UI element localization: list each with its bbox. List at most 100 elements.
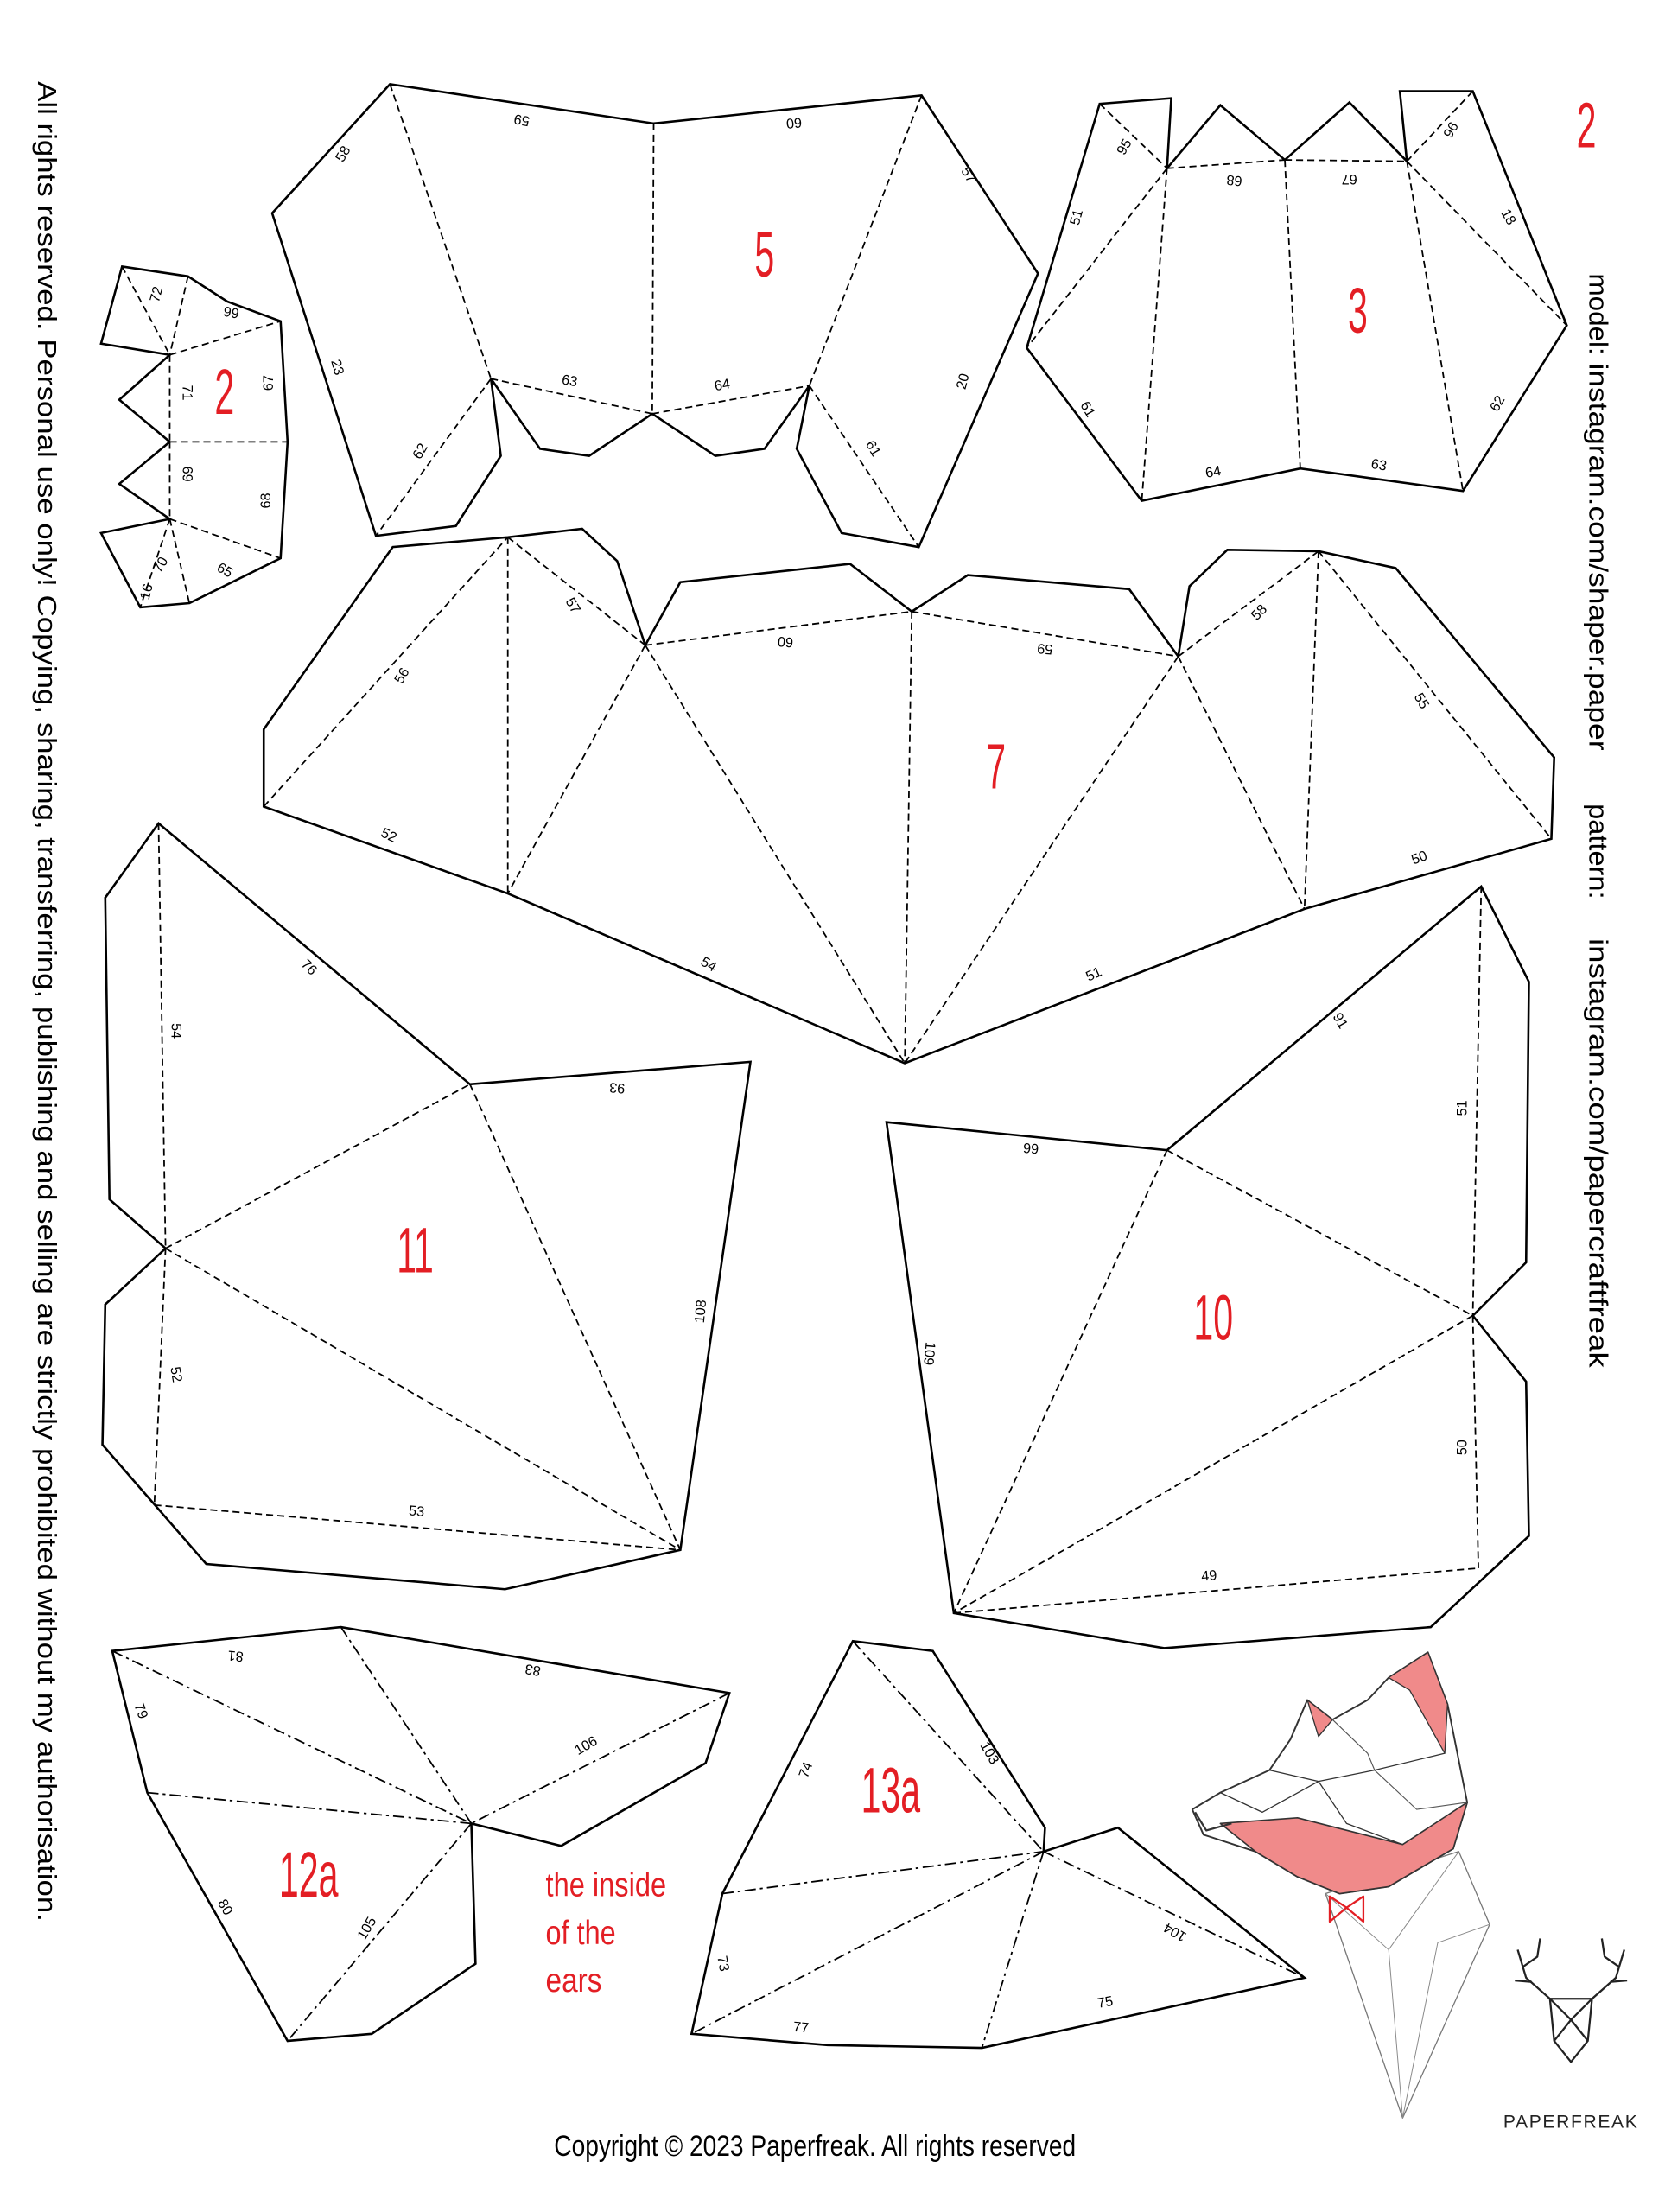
fold-line	[1471, 886, 1483, 1316]
fold-line	[263, 537, 509, 808]
deer-head-icon	[1515, 1938, 1628, 2063]
edge-label: 67	[1342, 171, 1357, 187]
edge-label: 52	[378, 825, 399, 846]
fold-line	[1178, 550, 1319, 658]
fold-line	[690, 1851, 1045, 2035]
fold-line	[1166, 159, 1286, 169]
fox-head-illustration	[1191, 1651, 1490, 2119]
edge-label: 81	[227, 1647, 245, 1664]
fold-line	[169, 320, 281, 356]
copyright: Copyright © 2023 Paperfreak. All rights …	[554, 2130, 1076, 2163]
fold-line	[904, 656, 1179, 1064]
edge-label: 59	[512, 111, 531, 129]
fold-line	[808, 95, 923, 386]
fold-line	[506, 645, 646, 894]
note-line-2: of the	[546, 1915, 616, 1952]
edge-label: 75	[1096, 1993, 1115, 2012]
edge-label: 60	[785, 114, 803, 131]
piece-number: 7	[986, 729, 1006, 802]
edge-label: 74	[796, 1760, 816, 1780]
pattern-label: pattern:	[1583, 804, 1613, 899]
edge-label: 16	[137, 582, 156, 601]
fold-line	[165, 1084, 471, 1249]
brand-name: PAPERFREAK	[1503, 2113, 1639, 2133]
fold-line	[1471, 1315, 1479, 1568]
fold-line	[645, 645, 906, 1064]
piece-number: 5	[754, 218, 774, 290]
edge-label: 67	[261, 375, 276, 391]
edge-label: 71	[180, 385, 195, 401]
cut-outline	[99, 264, 289, 609]
fold-line	[139, 518, 171, 608]
cut-outline	[101, 822, 753, 1591]
fold-line	[147, 1791, 472, 1825]
fold-line	[1177, 656, 1306, 910]
cut-outline	[111, 1625, 731, 2043]
edge-label: 108	[692, 1299, 709, 1324]
fold-line	[1166, 1149, 1473, 1317]
fold-line	[507, 537, 646, 646]
edge-label: 49	[1201, 1567, 1218, 1585]
edge-label: 72	[147, 285, 166, 304]
piece-number: 10	[1193, 1281, 1233, 1353]
fold-line	[1406, 90, 1474, 162]
edge-label: 54	[168, 1023, 184, 1039]
edge-label: 66	[222, 303, 240, 321]
fold-line	[1284, 160, 1301, 469]
fold-line	[808, 385, 920, 548]
edge-label: 68	[1226, 172, 1243, 189]
edge-label: 64	[713, 376, 731, 394]
fold-line	[1285, 159, 1408, 162]
note-line-1: the inside	[546, 1867, 667, 1904]
edge-label: 68	[258, 493, 274, 509]
fold-line	[1303, 550, 1319, 909]
fold-line	[1026, 168, 1168, 349]
edge-label: 50	[1409, 848, 1429, 868]
fold-line	[121, 266, 171, 356]
fold-line	[469, 1084, 682, 1551]
fold-line	[912, 610, 1179, 658]
edge-label: 20	[954, 372, 973, 391]
piece-number: 13a	[861, 1753, 921, 1826]
edge-label: 93	[608, 1079, 626, 1096]
model-link[interactable]: instagram.com/shaper.paper	[1583, 363, 1613, 750]
edge-label: 79	[131, 1701, 151, 1721]
edge-label: 51	[1067, 207, 1086, 226]
cut-outline	[1025, 90, 1568, 502]
fold-line	[1406, 161, 1567, 327]
piece-number: 12a	[279, 1838, 339, 1910]
edge-label: 53	[408, 1503, 425, 1520]
edge-label: 77	[792, 2019, 810, 2037]
edge-label: 73	[714, 1955, 732, 1973]
piece-number: 3	[1348, 274, 1368, 346]
fold-line	[375, 378, 492, 537]
edge-label: 23	[327, 358, 346, 377]
fold-line	[953, 1567, 1479, 1614]
fold-line	[471, 1692, 730, 1825]
fold-line	[168, 518, 191, 604]
edge-label: 50	[1454, 1440, 1470, 1455]
edge-label: 51	[1454, 1100, 1470, 1116]
edge-label: 66	[1022, 1140, 1039, 1157]
fold-line	[154, 1503, 681, 1551]
fold-line	[287, 1822, 473, 2042]
edge-label: 69	[180, 467, 195, 482]
credits: model: instagram.com/shaper.paper patter…	[1583, 274, 1613, 1369]
edge-label: 64	[1204, 463, 1223, 481]
edge-label: 51	[1084, 964, 1104, 985]
fold-line	[1043, 1850, 1306, 1979]
fold-line	[651, 385, 810, 415]
fold-line	[721, 1850, 1044, 1895]
edge-label: 63	[1369, 456, 1388, 474]
pattern-link[interactable]: instagram.com/papercraftfreak	[1583, 938, 1613, 1368]
fold-line	[153, 1248, 167, 1505]
